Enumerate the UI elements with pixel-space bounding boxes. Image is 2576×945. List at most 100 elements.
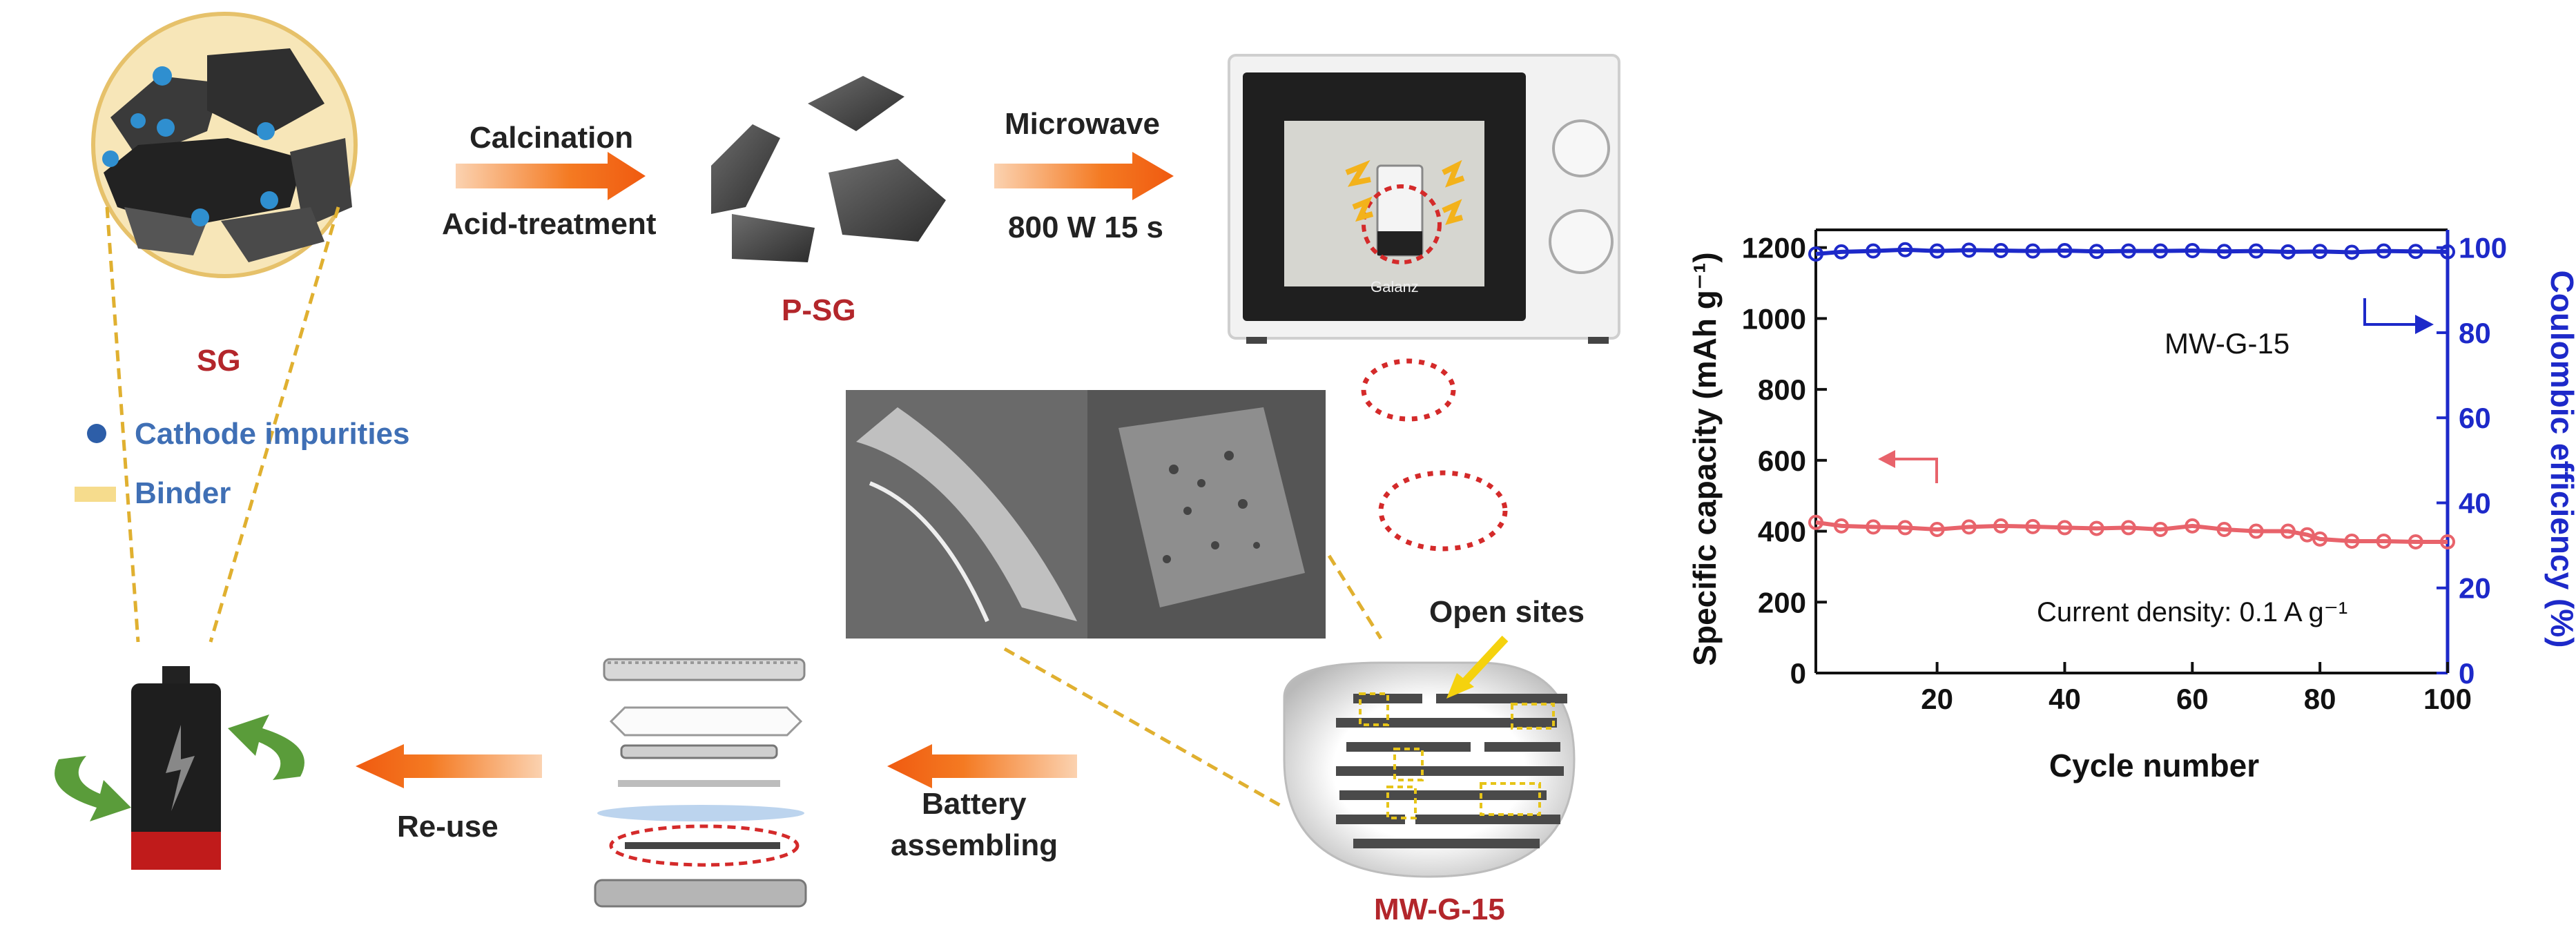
series-point-1 xyxy=(1833,244,1849,260)
y-right-tick-label: 60 xyxy=(2459,402,2491,434)
series-point-0 xyxy=(1808,514,1823,530)
y-right-tick-label: 20 xyxy=(2459,572,2491,605)
series-point-1 xyxy=(2376,243,2392,259)
y-left-tick-label: 0 xyxy=(1790,657,1806,690)
annotation-current-density: Current density: 0.1 A g⁻¹ xyxy=(2037,597,2347,627)
series-point-0 xyxy=(2344,533,2360,549)
series-point-0 xyxy=(2216,521,2232,537)
y-left-tick-label: 800 xyxy=(1758,373,1806,406)
y-left-tick-label: 400 xyxy=(1758,516,1806,548)
series-line-0 xyxy=(1815,520,2448,544)
series-point-0 xyxy=(2376,533,2392,549)
left-axis-arrowhead-icon xyxy=(1878,450,1895,468)
series-point-0 xyxy=(2120,520,2136,536)
scheme-graphics xyxy=(55,12,1620,908)
y-axis-left-label: Specific capacity (mAh g⁻¹) xyxy=(1687,252,1723,665)
microwave-brand: Galanz xyxy=(1371,278,1419,295)
series-point-1 xyxy=(2312,244,2328,260)
right-axis-arrowhead-icon xyxy=(2415,315,2434,334)
x-axis-label: Cycle number xyxy=(2049,748,2259,783)
synthesis-scheme: SG P-SG MW-G-15 Calcination Acid-treatme… xyxy=(55,12,1620,926)
chart-svg: 0 200 400 600 800 1000 1200 0 20 40 60 80 100 20 40 60 8… xyxy=(1687,228,2576,783)
series-point-1 xyxy=(1897,242,1913,257)
series-point-0 xyxy=(1961,519,1977,535)
y-left-tick-label: 1200 xyxy=(1742,232,1806,264)
series-point-1 xyxy=(1808,246,1823,262)
coin-cell-exploded-illustration xyxy=(594,658,807,908)
battery-assembling-line1: Battery xyxy=(922,787,1027,821)
legend-cathode-impurities: Cathode impurities xyxy=(135,417,410,451)
legend-binder: Binder xyxy=(135,476,231,510)
y-right-tick-label: 100 xyxy=(2459,232,2507,264)
series-point-1 xyxy=(2216,244,2232,260)
cycling-chart: 0 200 400 600 800 1000 1200 0 20 40 60 80 100 20 40 60 8… xyxy=(1685,0,2576,942)
psg-label: P-SG xyxy=(782,293,856,327)
series-point-0 xyxy=(1833,518,1849,534)
right-axis-arrow-icon xyxy=(2363,298,2417,326)
series-point-1 xyxy=(1929,243,1945,259)
series-point-0 xyxy=(2408,534,2423,549)
series-point-0 xyxy=(1866,519,1881,535)
series-point-1 xyxy=(2057,243,2073,259)
series-point-1 xyxy=(2120,243,2136,259)
arrow-left-icon xyxy=(356,744,542,788)
microwave-illustration xyxy=(1228,54,1620,344)
series-point-1 xyxy=(1961,242,1977,258)
reuse-label: Re-use xyxy=(397,810,498,844)
series-point-1 xyxy=(2025,243,2041,259)
series-point-1 xyxy=(2280,244,2296,260)
series-point-0 xyxy=(2185,518,2200,534)
x-tick-label: 80 xyxy=(2304,683,2336,715)
series-point-0 xyxy=(2089,520,2104,536)
series-point-0 xyxy=(1897,520,1913,536)
mwg-label: MW-G-15 xyxy=(1374,893,1505,926)
battery-recycle-icon xyxy=(55,666,304,870)
psg-particles-illustration xyxy=(711,76,946,262)
step2-label-microwave: Microwave xyxy=(1005,107,1160,141)
arrow-right-icon xyxy=(456,152,646,200)
series-point-1 xyxy=(2440,244,2455,260)
step1-label-acid-treatment: Acid-treatment xyxy=(442,207,657,241)
x-tick-label: 100 xyxy=(2423,683,2472,715)
series-point-0 xyxy=(2299,527,2315,543)
x-tick-label: 60 xyxy=(2176,683,2209,715)
series-point-1 xyxy=(2248,243,2264,259)
y-axis-right-label: Coulombic efficiency (%) xyxy=(2544,271,2576,648)
mwg-layered-illustration xyxy=(1283,635,1576,878)
series-point-0 xyxy=(2248,523,2264,539)
series-point-0 xyxy=(2440,534,2455,549)
step1-label-calcination: Calcination xyxy=(469,121,634,155)
open-sites-label: Open sites xyxy=(1429,595,1585,629)
x-tick-label: 40 xyxy=(2049,683,2081,715)
binder-swatch-icon xyxy=(75,487,116,502)
series-point-1 xyxy=(2153,243,2169,259)
series-point-0 xyxy=(1929,521,1945,537)
series-point-0 xyxy=(2057,520,2073,536)
y-right-tick-label: 80 xyxy=(2459,317,2491,349)
series-point-0 xyxy=(2025,518,2041,534)
series-point-1 xyxy=(2408,244,2423,260)
annotation-sample-name: MW-G-15 xyxy=(2165,327,2289,360)
step2-label-power: 800 W 15 s xyxy=(1008,211,1164,244)
y-left-tick-label: 1000 xyxy=(1742,302,1806,335)
series-point-1 xyxy=(1993,243,2009,259)
y-right-tick-label: 40 xyxy=(2459,487,2491,519)
series-point-0 xyxy=(1993,518,2009,534)
series-point-0 xyxy=(2312,531,2328,547)
y-left-tick-label: 200 xyxy=(1758,586,1806,618)
y-left-tick-label: 600 xyxy=(1758,445,1806,477)
series-point-1 xyxy=(2185,243,2200,259)
arrow-left-icon xyxy=(887,744,1077,788)
series-point-1 xyxy=(2344,244,2360,260)
x-tick-label: 20 xyxy=(1921,683,1953,715)
series-point-0 xyxy=(2153,521,2169,537)
series-point-0 xyxy=(2280,523,2296,539)
series-line-1 xyxy=(1815,247,2448,256)
sg-label: SG xyxy=(197,344,241,378)
y-right-tick-label: 0 xyxy=(2459,657,2475,690)
battery-assembling-line2: assembling xyxy=(891,828,1058,862)
sem-images xyxy=(846,390,1326,639)
sg-particle-illustration xyxy=(91,12,358,278)
series-point-1 xyxy=(1866,243,1881,259)
arrow-right-icon xyxy=(994,152,1174,200)
